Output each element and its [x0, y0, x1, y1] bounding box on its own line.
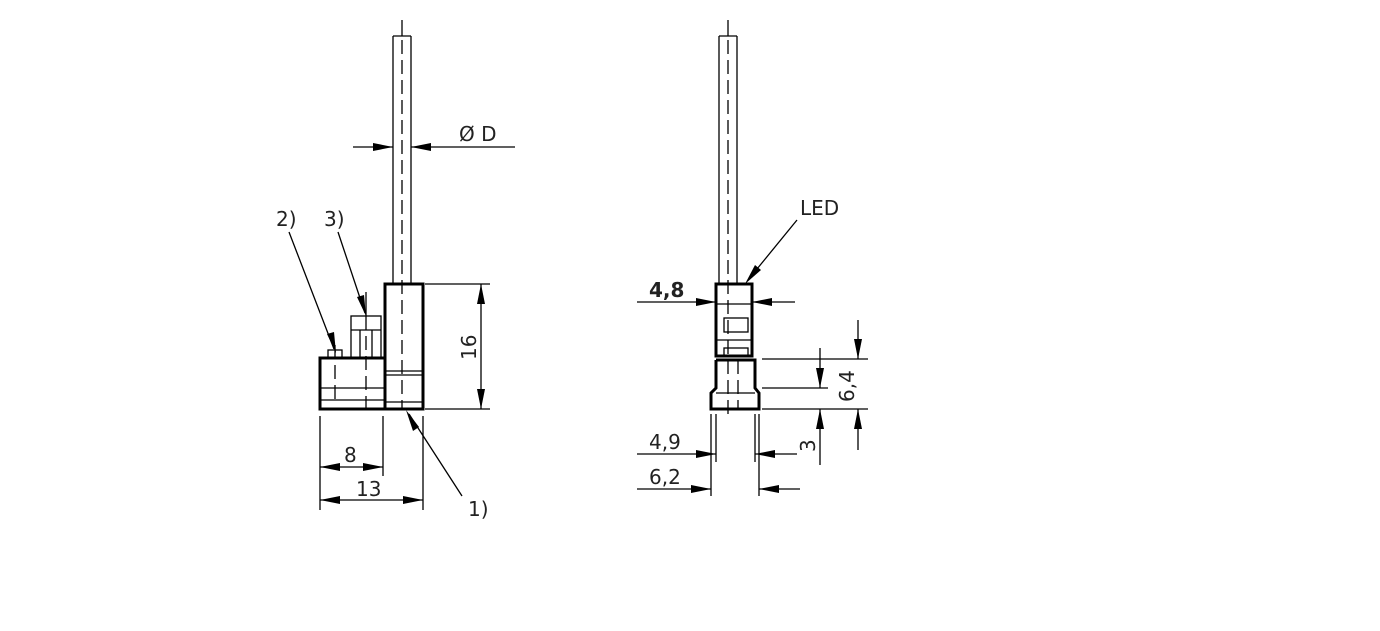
dimension-4-9: 4,9	[637, 414, 797, 496]
dimension-16: 16	[425, 283, 490, 410]
dimension-6-4: 6,4	[762, 320, 868, 450]
dimension-4-8: 4,8	[637, 278, 795, 306]
dim-4-8-label: 4,8	[649, 278, 684, 302]
dimension-6-2: 6,2	[637, 465, 800, 493]
dim-6-2-label: 6,2	[649, 465, 681, 489]
left-sensor-head	[383, 282, 425, 411]
right-sensor-head	[714, 282, 754, 358]
dimension-13: 13	[320, 416, 424, 510]
dimension-8: 8	[319, 416, 384, 510]
right-view: 4,8 LED 4,9 6,2	[637, 20, 868, 496]
dim-3-label: 3	[796, 439, 820, 452]
diameter-dimension: Ø D	[353, 122, 515, 151]
leader-notes: 2) 3) 1)	[276, 207, 489, 521]
right-mounting-body	[709, 358, 761, 411]
note-1-label: 1)	[468, 497, 489, 521]
diameter-label: Ø D	[459, 122, 497, 146]
led-leader: LED	[745, 196, 839, 284]
dim-16-label: 16	[457, 335, 481, 360]
dim-4-9-label: 4,9	[649, 430, 681, 454]
note-2-label: 2)	[276, 207, 297, 231]
left-view: Ø D 16 8 13	[276, 20, 515, 521]
dim-13-label: 13	[356, 477, 381, 501]
led-label: LED	[800, 196, 839, 220]
dimension-3: 3	[762, 348, 828, 465]
left-mounting-body	[318, 292, 387, 411]
note-3-label: 3)	[324, 207, 345, 231]
dim-6-4-label: 6,4	[835, 370, 859, 402]
left-cable	[392, 20, 412, 410]
dim-8-label: 8	[344, 443, 357, 467]
right-cable	[718, 20, 738, 420]
